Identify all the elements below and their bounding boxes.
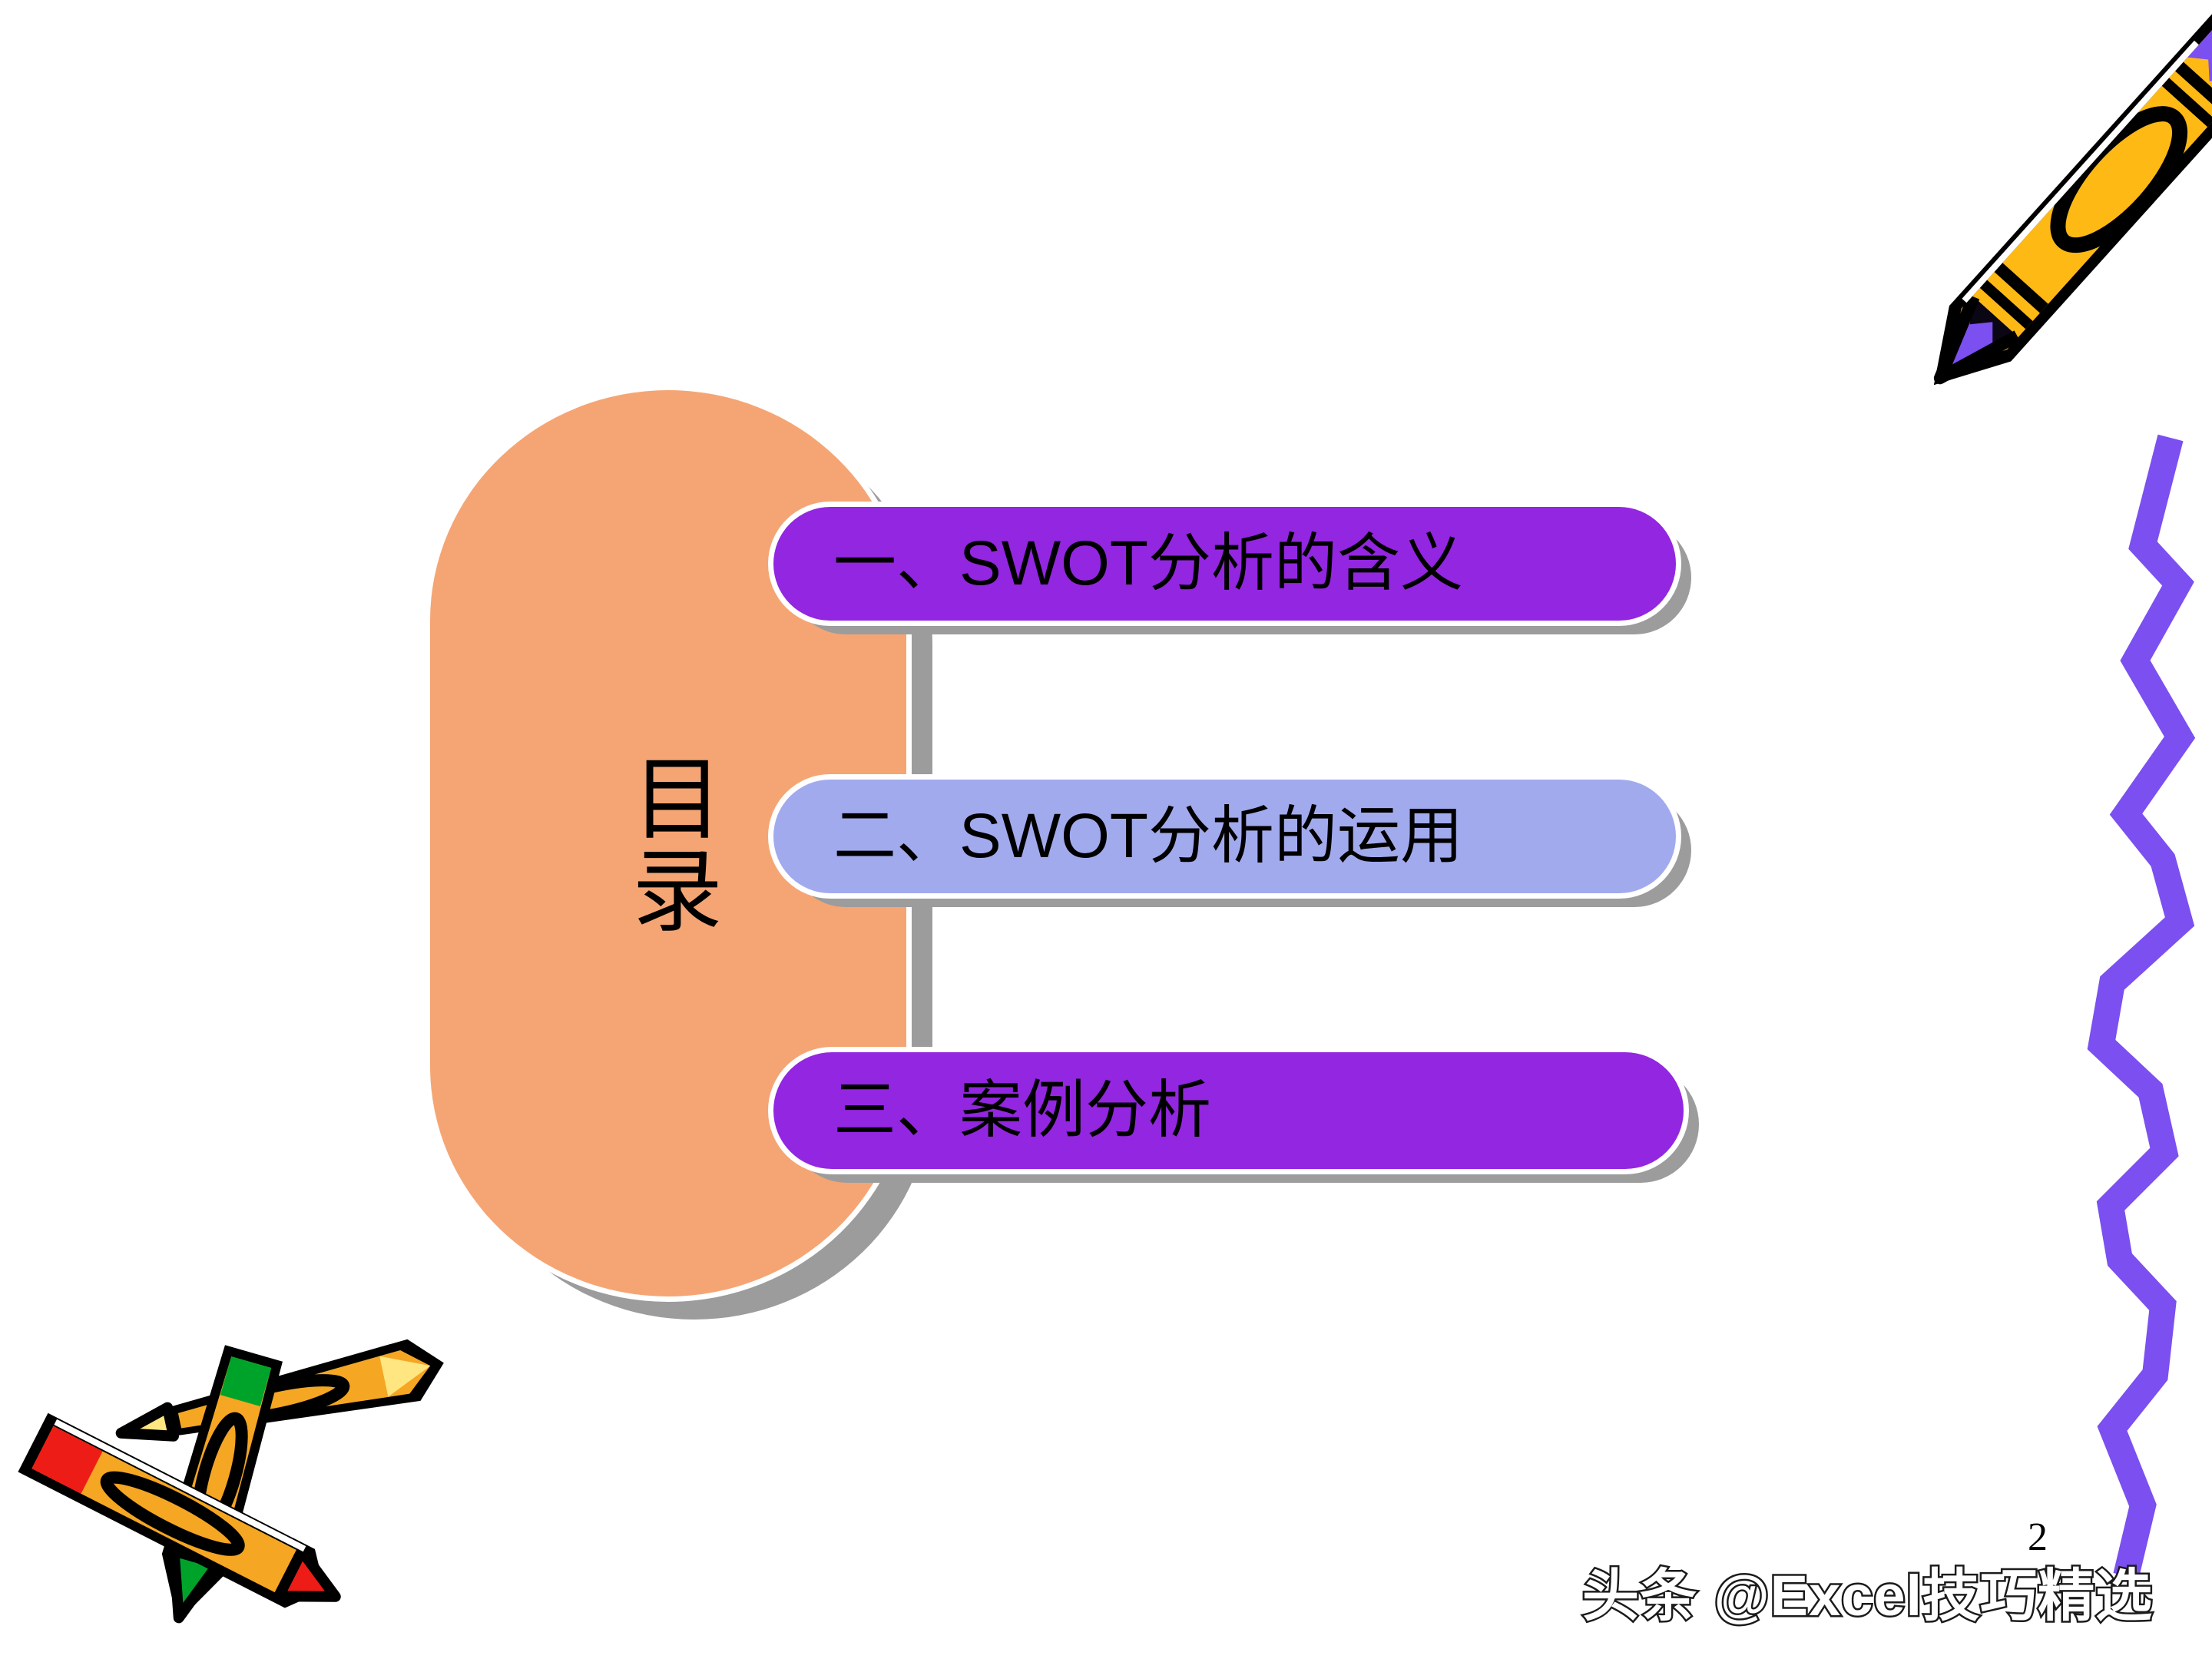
agenda-item-3-label: 三、案例分析 (833, 1075, 1212, 1145)
agenda-item-2-label: 二、SWOT分析的运用 (833, 801, 1463, 871)
agenda-item-2-body[interactable]: 二、SWOT分析的运用 (773, 780, 1676, 893)
agenda-item-1[interactable]: 一、SWOT分析的含义 (773, 507, 1691, 634)
toc-label: 目录 (618, 751, 719, 935)
agenda-item-3-body[interactable]: 三、案例分析 (773, 1052, 1684, 1169)
agenda-item-1-body[interactable]: 一、SWOT分析的含义 (773, 507, 1676, 621)
agenda-item-3[interactable]: 三、案例分析 (773, 1052, 1699, 1183)
watermark-text: 头条 @Excel技巧精选 (1580, 1562, 2154, 1630)
agenda-item-2[interactable]: 二、SWOT分析的运用 (773, 780, 1691, 907)
agenda-item-1-label: 一、SWOT分析的含义 (833, 528, 1463, 598)
crossed-crayons-icon (0, 1298, 484, 1659)
purple-squiggle-icon (2028, 430, 2212, 1582)
crayon-top-right-icon (1839, 0, 2212, 561)
slide-number: 2 (2028, 1515, 2048, 1559)
